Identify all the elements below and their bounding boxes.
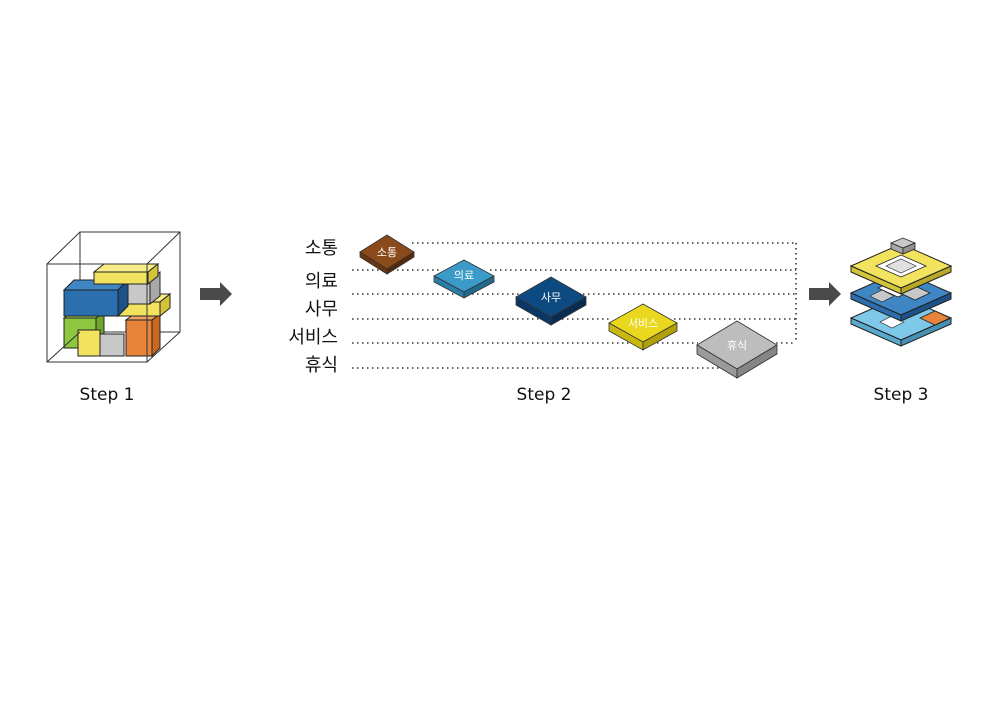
dotted-lines [352, 242, 797, 369]
step2-rows: 소통 의료 사무 서비스 휴식 소통 [288, 234, 797, 379]
plate-top [849, 237, 953, 295]
step1-cube [46, 231, 181, 363]
row-label-2: 사무 [305, 299, 338, 320]
row-label-3: 서비스 [288, 327, 338, 348]
step3-stack [849, 237, 953, 347]
row-label-1: 의료 [305, 271, 338, 292]
step2-label: Step 2 [517, 385, 572, 405]
svg-text:서비스: 서비스 [628, 317, 658, 330]
tile-office: 사무 [515, 276, 587, 326]
svg-text:휴식: 휴식 [727, 339, 747, 352]
arrow-right-icon-2 [809, 282, 841, 306]
arrow-right-icon [200, 282, 232, 306]
svg-text:의료: 의료 [454, 269, 474, 282]
tile-rest: 휴식 [696, 320, 778, 379]
tile-communication: 소통 [359, 234, 415, 275]
tile-service: 서비스 [608, 303, 678, 351]
step3-label: Step 3 [874, 385, 929, 405]
row-label-4: 휴식 [305, 355, 338, 376]
row-label-0: 소통 [305, 238, 338, 259]
tile-medical: 의료 [433, 259, 495, 299]
step1-label: Step 1 [80, 385, 135, 405]
blocks [62, 262, 172, 358]
svg-text:사무: 사무 [541, 291, 561, 304]
svg-text:소통: 소통 [377, 246, 397, 259]
